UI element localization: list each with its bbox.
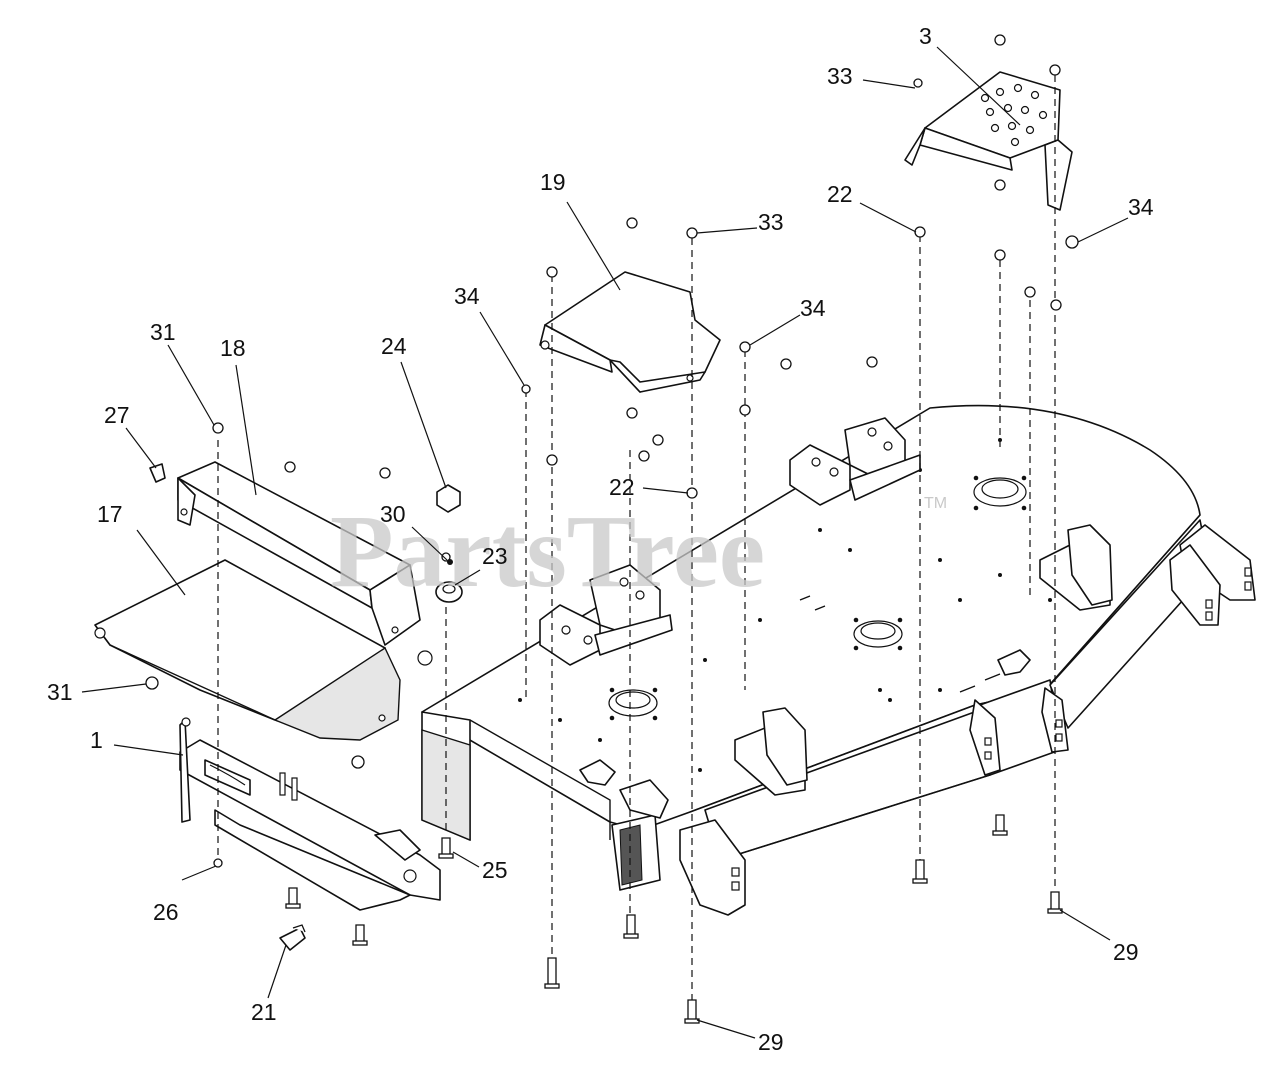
callout-34: 34	[800, 295, 826, 321]
callout-17: 17	[97, 501, 123, 527]
leader-lines	[81, 46, 1129, 1039]
part-18-cover	[177, 461, 433, 666]
callout-34: 34	[1128, 194, 1154, 220]
callout-29: 29	[1113, 939, 1139, 965]
callout-31: 31	[150, 319, 176, 345]
callout-34: 34	[454, 283, 480, 309]
watermark-text: PartsTree	[330, 494, 765, 609]
part-1-bracket	[179, 717, 441, 911]
callout-25: 25	[482, 857, 508, 883]
callout-19: 19	[540, 169, 566, 195]
mower-deck	[421, 404, 1256, 916]
callout-labels: 3 33 19 33 22 34 34 34 31 18 24 27 22 30…	[47, 23, 1154, 1055]
callout-26: 26	[153, 899, 179, 925]
callout-18: 18	[220, 335, 246, 361]
callout-3: 3	[919, 23, 932, 49]
assembly-lines	[217, 75, 1056, 1000]
part-19-cover	[539, 271, 721, 393]
part-17-shield	[94, 559, 401, 741]
callout-29: 29	[758, 1029, 784, 1055]
part-3-bracket	[904, 71, 1073, 211]
callout-31: 31	[47, 679, 73, 705]
callout-23: 23	[482, 543, 508, 569]
callout-33: 33	[827, 63, 853, 89]
callout-1: 1	[90, 727, 103, 753]
callout-24: 24	[381, 333, 407, 359]
watermark: PartsTree TM	[330, 494, 947, 609]
callout-30: 30	[380, 501, 406, 527]
callout-27: 27	[104, 402, 130, 428]
watermark-trademark: TM	[924, 495, 947, 512]
callout-33: 33	[758, 209, 784, 235]
callout-21: 21	[251, 999, 277, 1025]
callout-22: 22	[827, 181, 853, 207]
callout-22: 22	[609, 474, 635, 500]
hardware-fasteners	[145, 34, 1079, 1024]
